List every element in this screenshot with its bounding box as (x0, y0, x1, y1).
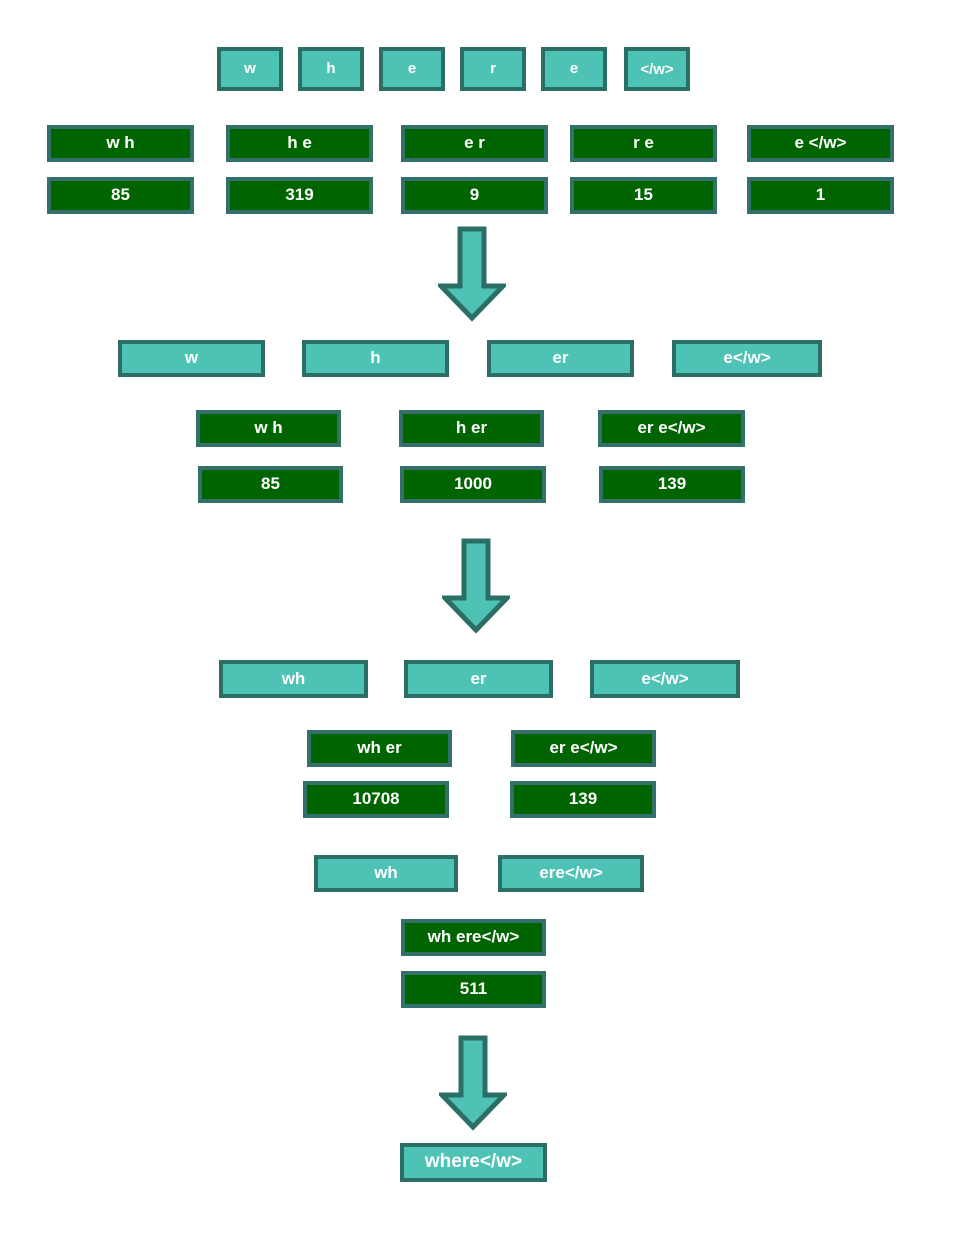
token-box: wh (314, 855, 458, 892)
count-box: 1 (747, 177, 894, 214)
token-box: w (217, 47, 283, 91)
token-label: w (184, 348, 199, 368)
pair-box: r e (570, 125, 717, 162)
token-label: ere</w> (539, 863, 603, 883)
count-box: 139 (510, 781, 656, 818)
pair-box: w h (47, 125, 194, 162)
token-box: r (460, 47, 526, 91)
token-box: e (379, 47, 445, 91)
count-value: 10708 (352, 789, 400, 809)
token-box: er (487, 340, 634, 377)
down-arrow-icon (439, 1035, 507, 1131)
token-box: e</w> (672, 340, 822, 377)
count-value: 511 (459, 979, 488, 999)
count-box: 15 (570, 177, 717, 214)
pair-label: e r (464, 133, 485, 153)
token-label: r (490, 59, 496, 77)
token-box: wh (219, 660, 368, 698)
count-box: 85 (198, 466, 343, 503)
token-label: wh (374, 863, 398, 883)
token-box: er (404, 660, 553, 698)
pair-box: e r (401, 125, 548, 162)
pair-label: w h (254, 418, 283, 438)
count-box: 85 (47, 177, 194, 214)
token-box: e</w> (590, 660, 740, 698)
count-box: 511 (401, 971, 546, 1008)
token-box: </w> (624, 47, 690, 91)
token-label: e</w> (723, 348, 771, 368)
down-arrow-icon (438, 226, 506, 322)
pair-label: e </w> (794, 133, 847, 153)
count-value: 1 (815, 185, 826, 205)
token-label: h (326, 59, 336, 77)
token-label: er (470, 668, 487, 688)
pair-label: h e (287, 133, 312, 153)
pair-label: wh ere</w> (427, 927, 520, 947)
token-box: ere</w> (498, 855, 644, 892)
count-box: 9 (401, 177, 548, 214)
count-value: 85 (111, 185, 130, 205)
token-box: e (541, 47, 607, 91)
count-box: 10708 (303, 781, 449, 818)
token-label: h (370, 348, 381, 368)
result-box: where</w> (400, 1143, 547, 1182)
count-value: 139 (657, 474, 687, 494)
pair-label: h er (455, 418, 488, 438)
count-value: 1000 (454, 474, 492, 494)
pair-box: w h (196, 410, 341, 447)
count-value: 85 (261, 474, 280, 494)
pair-label: er e</w> (637, 418, 706, 438)
token-box: w (118, 340, 265, 377)
pair-label: er e</w> (549, 738, 618, 758)
down-arrow-icon (442, 538, 510, 634)
token-label: e</w> (641, 668, 689, 688)
pair-box: e </w> (747, 125, 894, 162)
token-label: </w> (640, 60, 674, 78)
pair-box: h er (399, 410, 544, 447)
count-box: 139 (599, 466, 745, 503)
pair-label: wh er (357, 738, 402, 758)
count-value: 139 (568, 789, 598, 809)
count-box: 1000 (400, 466, 546, 503)
pair-box: wh er (307, 730, 452, 767)
token-label: e (407, 59, 417, 77)
pair-box: wh ere</w> (401, 919, 546, 956)
pair-box: er e</w> (511, 730, 656, 767)
token-label: wh (281, 668, 306, 688)
token-label: e (569, 59, 579, 77)
pair-label: r e (633, 133, 654, 153)
result-label: where</w> (424, 1151, 523, 1173)
count-value: 15 (634, 185, 653, 205)
token-label: w (244, 59, 256, 77)
count-value: 9 (469, 185, 480, 205)
token-box: h (298, 47, 364, 91)
pair-box: h e (226, 125, 373, 162)
token-box: h (302, 340, 449, 377)
pair-label: w h (106, 133, 135, 153)
token-label: er (552, 348, 569, 368)
count-value: 319 (285, 185, 314, 205)
pair-box: er e</w> (598, 410, 745, 447)
count-box: 319 (226, 177, 373, 214)
